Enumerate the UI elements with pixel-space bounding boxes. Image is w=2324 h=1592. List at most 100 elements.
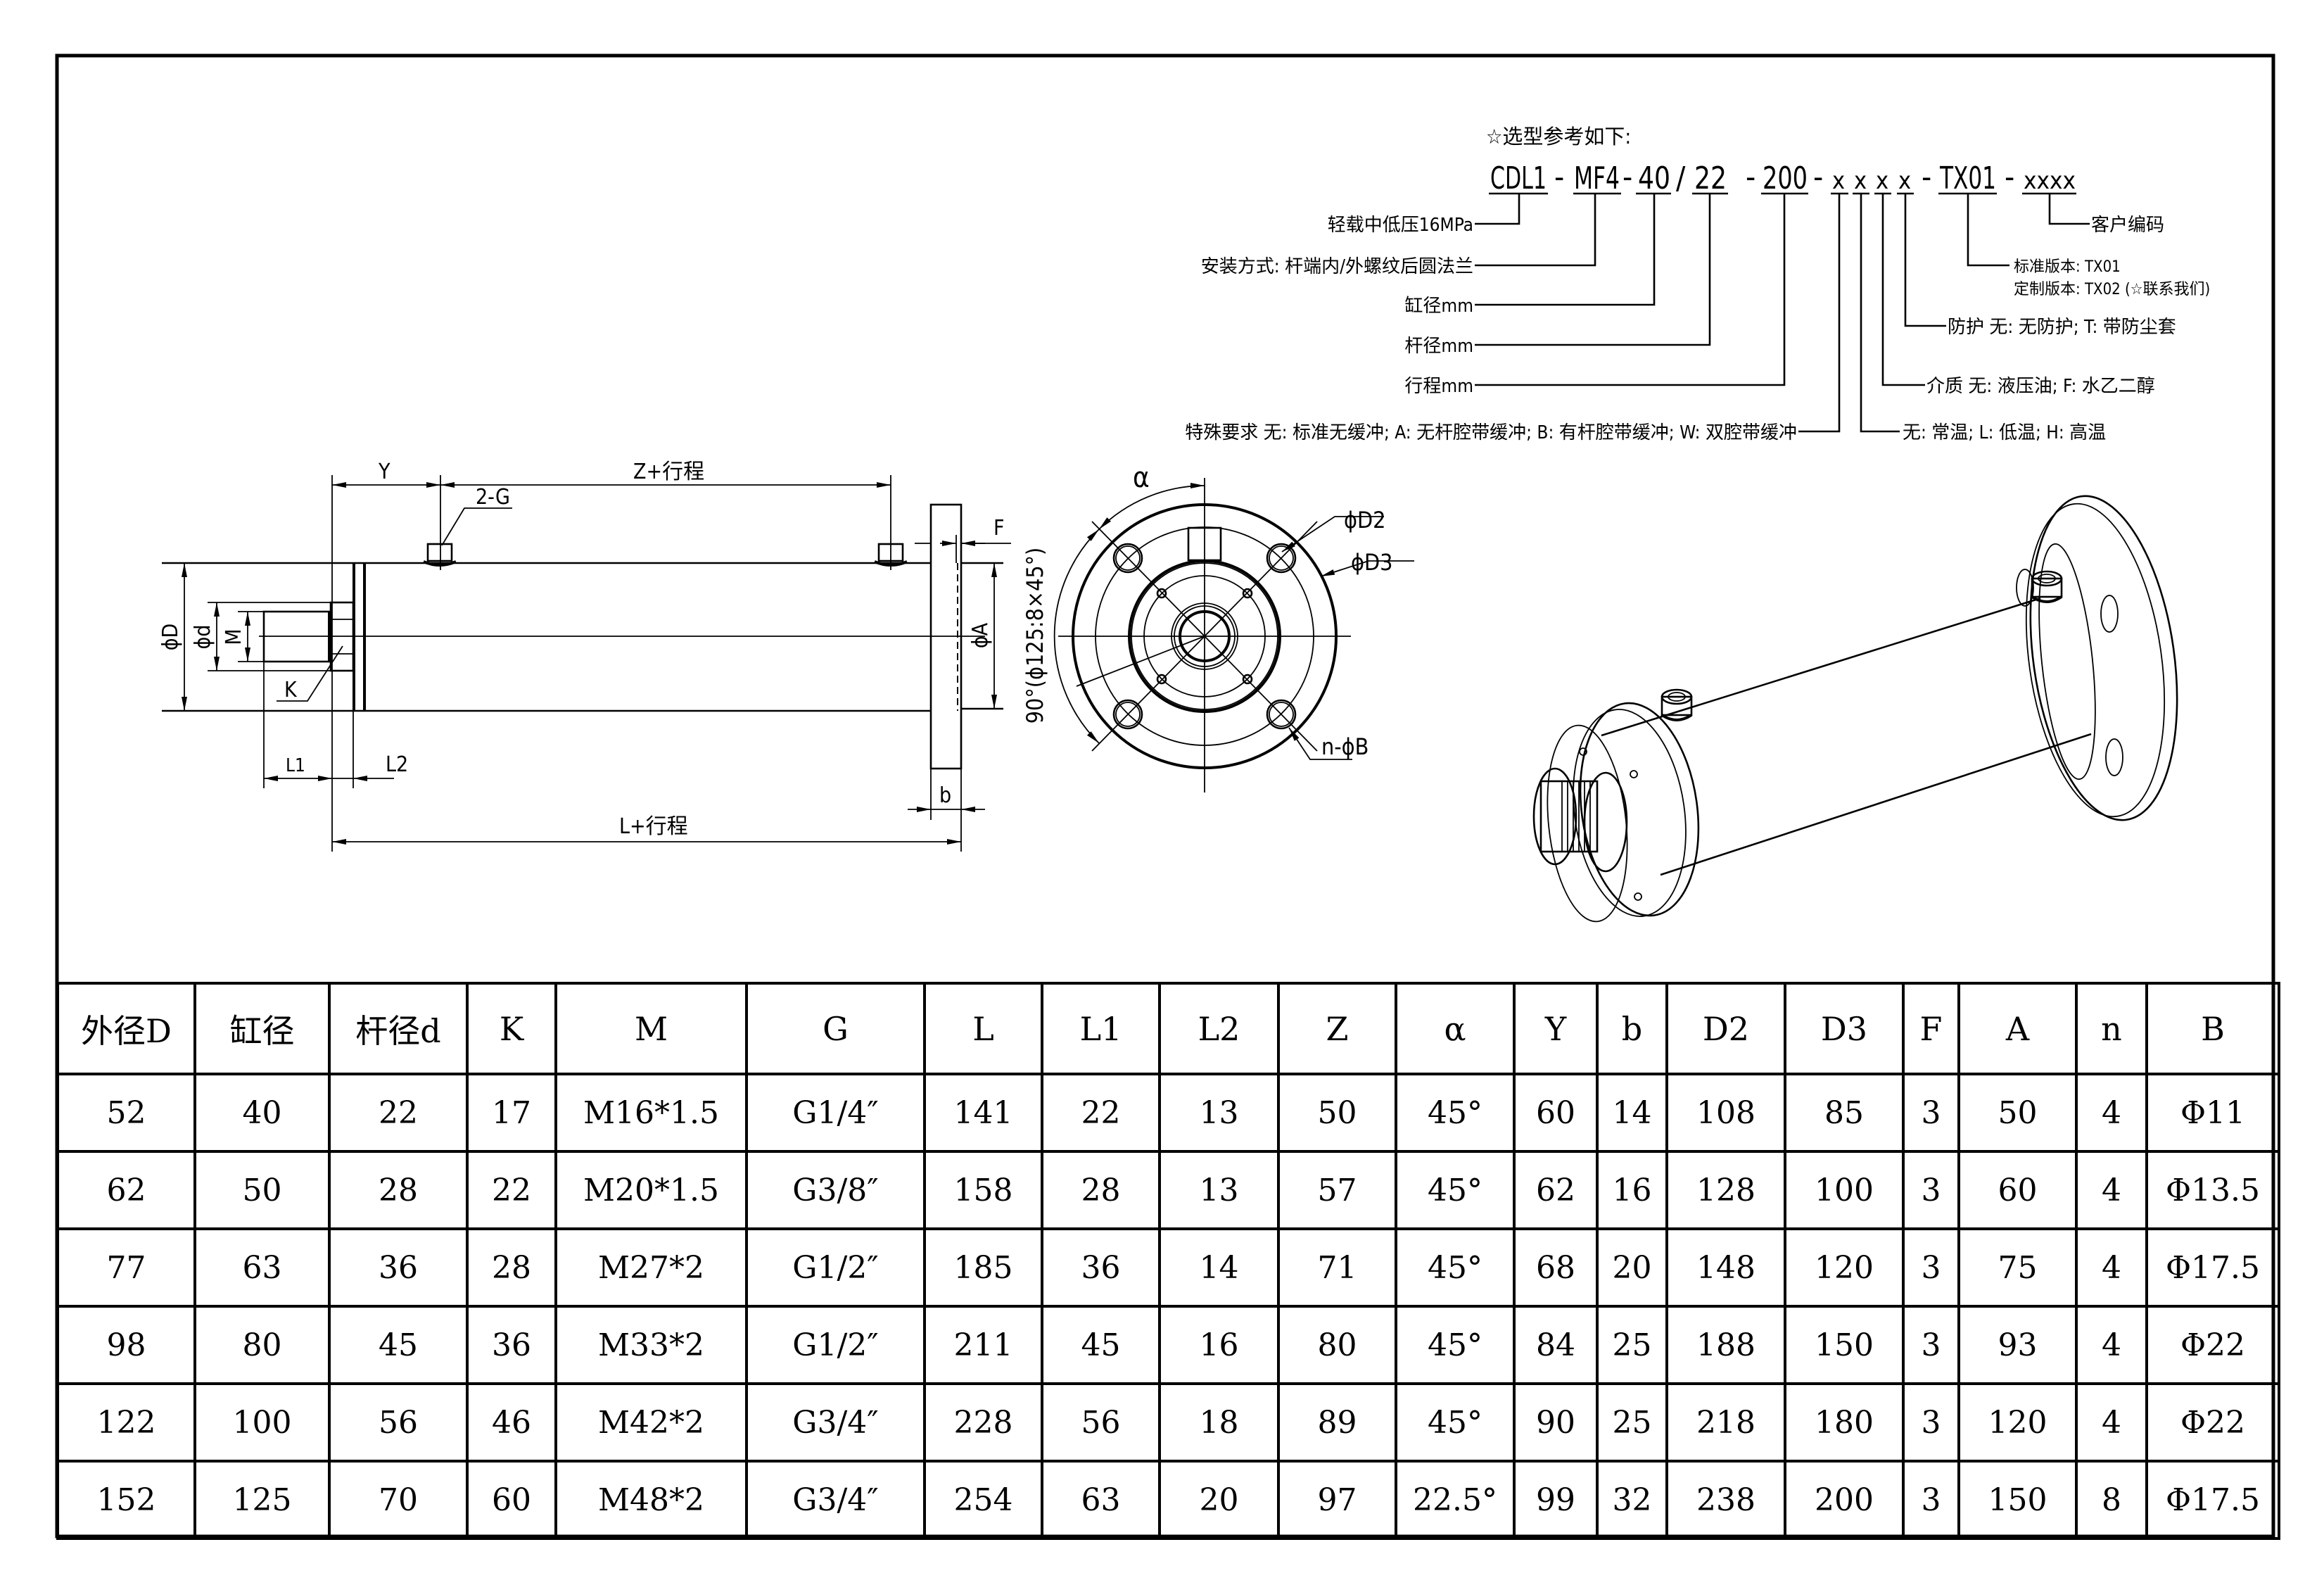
table-cell: 13 (1158, 1150, 1280, 1230)
col-header: 缸径 (193, 982, 331, 1075)
table-cell: 228 (923, 1382, 1043, 1463)
table-cell: 20 (1158, 1460, 1280, 1540)
code-slash: / (1676, 160, 1686, 196)
table-cell: 3 (1902, 1305, 1960, 1385)
code-sep: - (1746, 159, 1755, 195)
table-cell: 100 (1784, 1150, 1905, 1230)
table-cell: 60 (1513, 1073, 1599, 1153)
code-sep: - (2005, 159, 2014, 195)
table-cell: 180 (1784, 1382, 1905, 1463)
table-cell: 141 (923, 1073, 1043, 1153)
ordering-code-diagram: ☆选型参考如下: CDL1 - MF4 - 40 / 22 - 200 - x … (1185, 125, 2210, 443)
label-n-phiB: n-ϕB (1321, 733, 1369, 760)
table-cell: 22 (1041, 1073, 1161, 1153)
code-mount: MF4 (1574, 160, 1620, 196)
table-cell: G1/2″ (745, 1227, 926, 1308)
dim-L2: L2 (386, 752, 408, 777)
table-cell: 50 (1957, 1073, 2078, 1153)
table-cell: 36 (1041, 1227, 1161, 1308)
table-cell: 158 (923, 1150, 1043, 1230)
code-sep: - (1623, 159, 1632, 195)
table-cell: 45° (1395, 1305, 1516, 1385)
table-cell: 150 (1784, 1305, 1905, 1385)
table-cell: M27*2 (554, 1227, 748, 1308)
table-cell: 18 (1158, 1382, 1280, 1463)
table-cell: 45° (1395, 1150, 1516, 1230)
table-cell: 122 (56, 1382, 196, 1463)
table-cell: 52 (56, 1073, 196, 1153)
col-header: L (923, 982, 1043, 1075)
ordering-title: ☆选型参考如下: (1486, 125, 1631, 149)
table-cell: 108 (1665, 1073, 1786, 1153)
col-header: B (2145, 982, 2280, 1075)
table-cell: 22 (328, 1073, 469, 1153)
table-cell: 28 (328, 1150, 469, 1230)
table-cell: 254 (923, 1460, 1043, 1540)
table-cell: 185 (923, 1227, 1043, 1308)
table-cell: M20*1.5 (554, 1150, 748, 1230)
table-cell: 60 (1957, 1150, 2078, 1230)
table-cell: 25 (1596, 1382, 1668, 1463)
table-cell: G1/4″ (745, 1073, 926, 1153)
table-cell: M42*2 (554, 1382, 748, 1463)
table-cell: 100 (193, 1382, 331, 1463)
code-customer: xxxx (2024, 167, 2076, 195)
label-customer: 客户编码 (2091, 215, 2164, 236)
col-header: F (1902, 982, 1960, 1075)
table-cell: 4 (2075, 1150, 2148, 1230)
col-header: D3 (1784, 982, 1905, 1075)
table-cell: 70 (328, 1460, 469, 1540)
dim-Z-stroke: Z+行程 (633, 460, 704, 484)
col-header: L2 (1158, 982, 1280, 1075)
table-cell: 125 (193, 1460, 331, 1540)
col-header: L1 (1041, 982, 1161, 1075)
code-version: TX01 (1939, 160, 1996, 196)
dim-2G: 2-G (476, 485, 510, 510)
table-cell: 50 (1277, 1073, 1397, 1153)
table-cell: 28 (1041, 1150, 1161, 1230)
table-cell: 120 (1784, 1227, 1905, 1308)
table-cell: 22 (466, 1150, 557, 1230)
table-cell: 17 (466, 1073, 557, 1153)
label-special: 特殊要求 无: 标准无缓冲; A: 无杆腔带缓冲; B: 有杆腔带缓冲; W: … (1185, 422, 1797, 443)
table-cell: 4 (2075, 1382, 2148, 1463)
table-cell: 90 (1513, 1382, 1599, 1463)
table-cell: 22.5° (1395, 1460, 1516, 1540)
dim-F: F (993, 516, 1005, 541)
dim-L-stroke: L+行程 (619, 814, 688, 839)
table-cell: 63 (193, 1227, 331, 1308)
table-cell: Φ17.5 (2145, 1227, 2280, 1308)
table-cell: 200 (1784, 1460, 1905, 1540)
dim-M: M (222, 628, 246, 645)
ordering-code: CDL1 - MF4 - 40 / 22 - 200 - x x x x - T… (1490, 159, 2076, 196)
code-bore: 40 (1638, 160, 1670, 196)
code-leaders (1475, 194, 2090, 433)
spec-table: 外径D 缸径 杆径d K M G L L1 L2 Z α Y b D2 D3 F… (56, 982, 2280, 1540)
code-option-2: x (1854, 167, 1867, 195)
end-view-labels: α ϕD2 ϕD3 n-ϕB 90°(ϕ125:8×45°) (1022, 462, 1392, 760)
label-medium: 介质 无: 液压油; F: 水乙二醇 (1926, 376, 2155, 397)
table-cell: 40 (193, 1073, 331, 1153)
table-cell: 20 (1596, 1227, 1668, 1308)
table-cell: 99 (1513, 1460, 1599, 1540)
table-cell: 150 (1957, 1460, 2078, 1540)
col-header: Z (1277, 982, 1397, 1075)
dim-K: K (284, 678, 298, 702)
table-cell: 3 (1902, 1382, 1960, 1463)
table-cell: 45 (328, 1305, 469, 1385)
dim-Y: Y (378, 460, 390, 484)
table-cell: 3 (1902, 1073, 1960, 1153)
label-series: 轻载中低压16MPa (1328, 215, 1473, 236)
table-cell: 148 (1665, 1227, 1786, 1308)
table-cell: Φ22 (2145, 1382, 2280, 1463)
table-cell: 120 (1957, 1382, 2078, 1463)
table-cell: 188 (1665, 1305, 1786, 1385)
col-header: D2 (1665, 982, 1786, 1075)
table-cell: 46 (466, 1382, 557, 1463)
